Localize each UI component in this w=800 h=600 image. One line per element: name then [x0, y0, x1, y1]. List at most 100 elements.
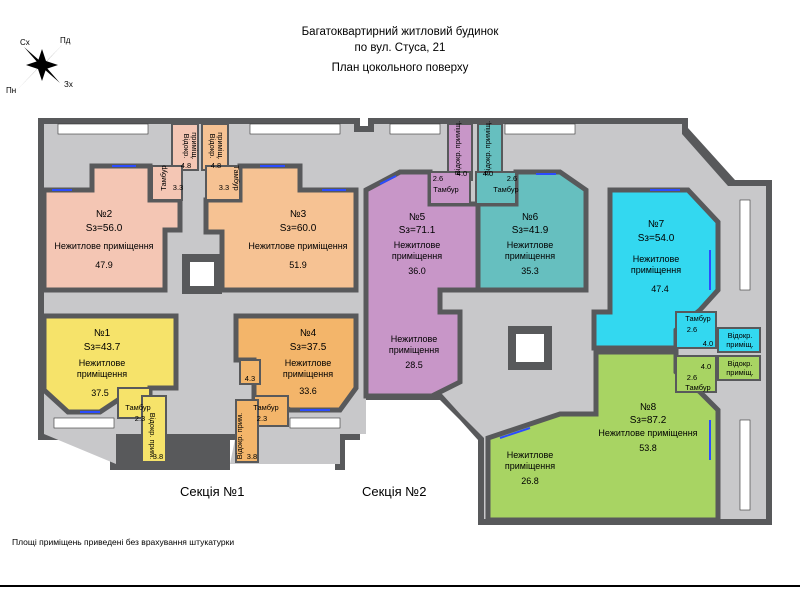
compass-label-south: Пд: [60, 36, 71, 45]
unit-8-room-area: 53.8: [639, 443, 657, 453]
unit-5-sep-area: 4.0: [457, 169, 467, 178]
unit-2-number: №2: [96, 209, 113, 220]
unit-5-vestibule-area: 2.6: [433, 174, 443, 183]
shaft-section-1-inner: [190, 262, 214, 286]
unit-2-separate-room[interactable]: [171, 123, 199, 171]
unit-6-separate-room[interactable]: [477, 123, 503, 181]
unit-7-room-area: 47.4: [651, 284, 669, 294]
unit-4-storage[interactable]: [239, 359, 261, 385]
unit-1-vestibule-label: Тамбур: [125, 403, 150, 412]
unit-1-room-area: 37.5: [91, 388, 109, 398]
title-line-3: План цокольного поверху: [331, 62, 469, 74]
unit-8-number: №8: [640, 402, 657, 413]
unit-8-vestibule[interactable]: [675, 355, 717, 393]
unit-5-room2-area: 28.5: [405, 360, 423, 370]
unit-5-separate-room[interactable]: [447, 123, 473, 181]
unit-4-vestibule-area: 2.3: [257, 414, 267, 423]
shaft-section-2-inner: [516, 334, 544, 362]
unit-8-room2-type-l1: Нежитлове: [507, 450, 553, 460]
compass-star-icon: [16, 43, 64, 91]
unit-7-number: №7: [648, 219, 665, 230]
unit-7-type-l2: приміщення: [631, 265, 681, 275]
unit-5-room2-type-l2: приміщення: [389, 345, 439, 355]
unit-1-vestibule-area: 2.3: [135, 414, 145, 423]
unit-7-vestibule-area: 2.6: [687, 325, 697, 334]
unit-3-number: №3: [290, 209, 307, 220]
unit-5-type-l2: приміщення: [392, 251, 442, 261]
unit-2-sep-area: 4.8: [181, 161, 191, 170]
unit-1-type-l1: Нежитлове: [79, 358, 125, 368]
unit-3-vestibule-area: 3.3: [219, 183, 229, 192]
unit-6-total-area: Sз=41.9: [512, 225, 549, 236]
unit-8-room2-area: 26.8: [521, 476, 539, 486]
unit-7-vestibule-label: Тамбур: [685, 314, 710, 323]
unit-8-room2-type-l2: приміщення: [505, 461, 555, 471]
unit-2-room-area: 47.9: [95, 260, 113, 270]
unit-3-sep-label-l2: приміщ.: [216, 132, 225, 160]
unit-5-number: №5: [409, 212, 426, 223]
unit-8-total-area: Sз=87.2: [630, 415, 667, 426]
unit-5-total-area: Sз=71.1: [399, 225, 436, 236]
unit-7-vestibule[interactable]: [675, 311, 717, 349]
unit-7-type-l1: Нежитлове: [633, 254, 679, 264]
unit-7-sep-area: 4.0: [703, 339, 713, 348]
bottom-rule: [0, 585, 800, 587]
unit-2-type: Нежитлове приміщення: [54, 241, 153, 251]
unit-6-sep-label: Відокр. приміщ.: [483, 121, 492, 175]
unit-2-sep-label-l1: Відокр.: [182, 134, 191, 159]
unit-3-sep-area: 4.8: [211, 161, 221, 170]
title-line-1: Багатоквартирний житловий будинок: [301, 26, 499, 38]
unit-8-separate-room[interactable]: [717, 355, 761, 381]
unit-1-sep-area: 3.8: [153, 452, 163, 461]
unit-8-type: Нежитлове приміщення: [598, 428, 697, 438]
unit-4-number: №4: [300, 328, 317, 339]
unit-8-sep-label-l2: приміщ.: [726, 368, 754, 377]
unit-4-total-area: Sз=37.5: [290, 342, 327, 353]
unit-2-total-area: Sз=56.0: [86, 223, 123, 234]
unit-8-vestibule-label: Тамбур: [685, 383, 710, 392]
unit-8-sep-label-l1: Відокр.: [728, 359, 753, 368]
unit-5-type-l1: Нежитлове: [394, 240, 440, 250]
unit-1-number: №1: [94, 328, 111, 339]
unit-1-type-l2: приміщення: [77, 369, 127, 379]
unit-3-type: Нежитлове приміщення: [248, 241, 347, 251]
unit-6-vestibule[interactable]: [475, 171, 517, 205]
footnote: Площі приміщень приведені без врахування…: [12, 537, 235, 547]
unit-6-vestibule-label: Тамбур: [493, 185, 518, 194]
compass-label-east: Сх: [20, 38, 30, 47]
unit-3-vestibule-label: Тамбур: [232, 165, 241, 190]
unit-7-separate-room[interactable]: [717, 327, 761, 353]
unit-2-vestibule-area: 3.3: [173, 183, 183, 192]
unit-5-vestibule-label: Тамбур: [433, 185, 458, 194]
windows: [52, 165, 711, 460]
unit-8-vestibule-area: 2.6: [687, 373, 697, 382]
stair-hatches: [53, 123, 751, 511]
unit-5-vestibule[interactable]: [429, 171, 471, 205]
section-2-label: Секція №2: [362, 484, 427, 499]
unit-2-vestibule-label: Тамбур: [159, 165, 168, 190]
unit-6-type-l1: Нежитлове: [507, 240, 553, 250]
unit-7-sep-label-l2: приміщ.: [726, 340, 754, 349]
compass-rose: Сх Пд Пн Зх: [0, 30, 90, 100]
unit-5-room2-type-l1: Нежитлове: [391, 334, 437, 344]
unit-4-separate-room[interactable]: [235, 399, 259, 463]
unit-7-sep-label-l1: Відокр.: [728, 331, 753, 340]
unit-6-vestibule-area: 2.6: [507, 174, 517, 183]
unit-1-separate-room[interactable]: [141, 395, 167, 463]
unit-6-number: №6: [522, 212, 539, 223]
unit-4-type-l1: Нежитлове: [285, 358, 331, 368]
unit-5-sep-label: Відокр. приміщ.: [453, 121, 462, 175]
unit-8-sep-area: 4.0: [701, 362, 711, 371]
unit-6-type-l2: приміщення: [505, 251, 555, 261]
unit-4-vestibule-label: Тамбур: [253, 403, 278, 412]
unit-3-vestibule[interactable]: [205, 165, 241, 201]
unit-4-storage-area: 4.3: [245, 374, 255, 383]
unit-1-total-area: Sз=43.7: [84, 342, 121, 353]
unit-3-total-area: Sз=60.0: [280, 223, 317, 234]
unit-2-vestibule[interactable]: [151, 165, 183, 201]
title-line-2: по вул. Стуса, 21: [354, 42, 446, 54]
unit-1-sep-label: Відокр. прим.: [148, 413, 157, 460]
unit-3-separate-room[interactable]: [201, 123, 229, 171]
unit-4-type-l2: приміщення: [283, 369, 333, 379]
